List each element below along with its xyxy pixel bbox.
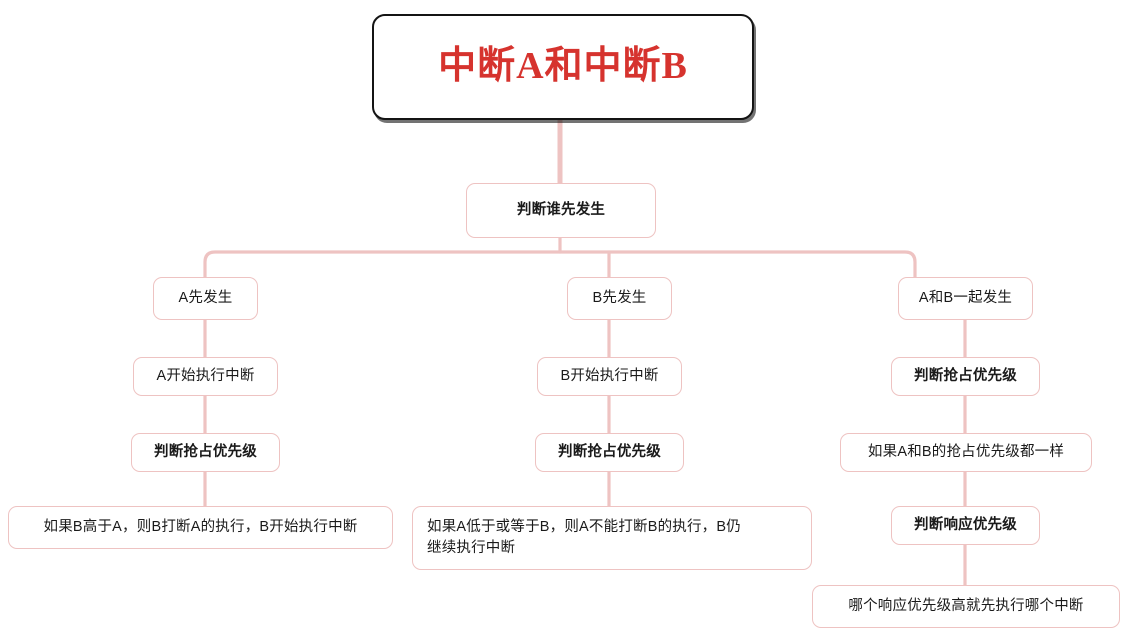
node-branch-a-1[interactable]: A先发生 bbox=[153, 277, 258, 320]
node-branch-b-3[interactable]: 判断抢占优先级 bbox=[535, 433, 684, 472]
node-branch-a-4[interactable]: 如果B高于A，则B打断A的执行，B开始执行中断 bbox=[8, 506, 393, 549]
node-judge-which-first[interactable]: 判断谁先发生 bbox=[466, 183, 656, 238]
root-node[interactable]: 中断A和中断B bbox=[372, 14, 754, 120]
node-branch-b-4[interactable]: 如果A低于或等于B，则A不能打断B的执行，B仍 继续执行中断 bbox=[412, 506, 812, 570]
node-branch-c-4[interactable]: 判断响应优先级 bbox=[891, 506, 1040, 545]
node-branch-a-3[interactable]: 判断抢占优先级 bbox=[131, 433, 280, 472]
node-branch-c-5[interactable]: 哪个响应优先级高就先执行哪个中断 bbox=[812, 585, 1120, 628]
node-branch-b-1[interactable]: B先发生 bbox=[567, 277, 672, 320]
node-branch-c-1[interactable]: A和B一起发生 bbox=[898, 277, 1033, 320]
node-branch-b-2[interactable]: B开始执行中断 bbox=[537, 357, 682, 396]
node-branch-c-2[interactable]: 判断抢占优先级 bbox=[891, 357, 1040, 396]
node-branch-a-2[interactable]: A开始执行中断 bbox=[133, 357, 278, 396]
node-branch-c-3[interactable]: 如果A和B的抢占优先级都一样 bbox=[840, 433, 1092, 472]
